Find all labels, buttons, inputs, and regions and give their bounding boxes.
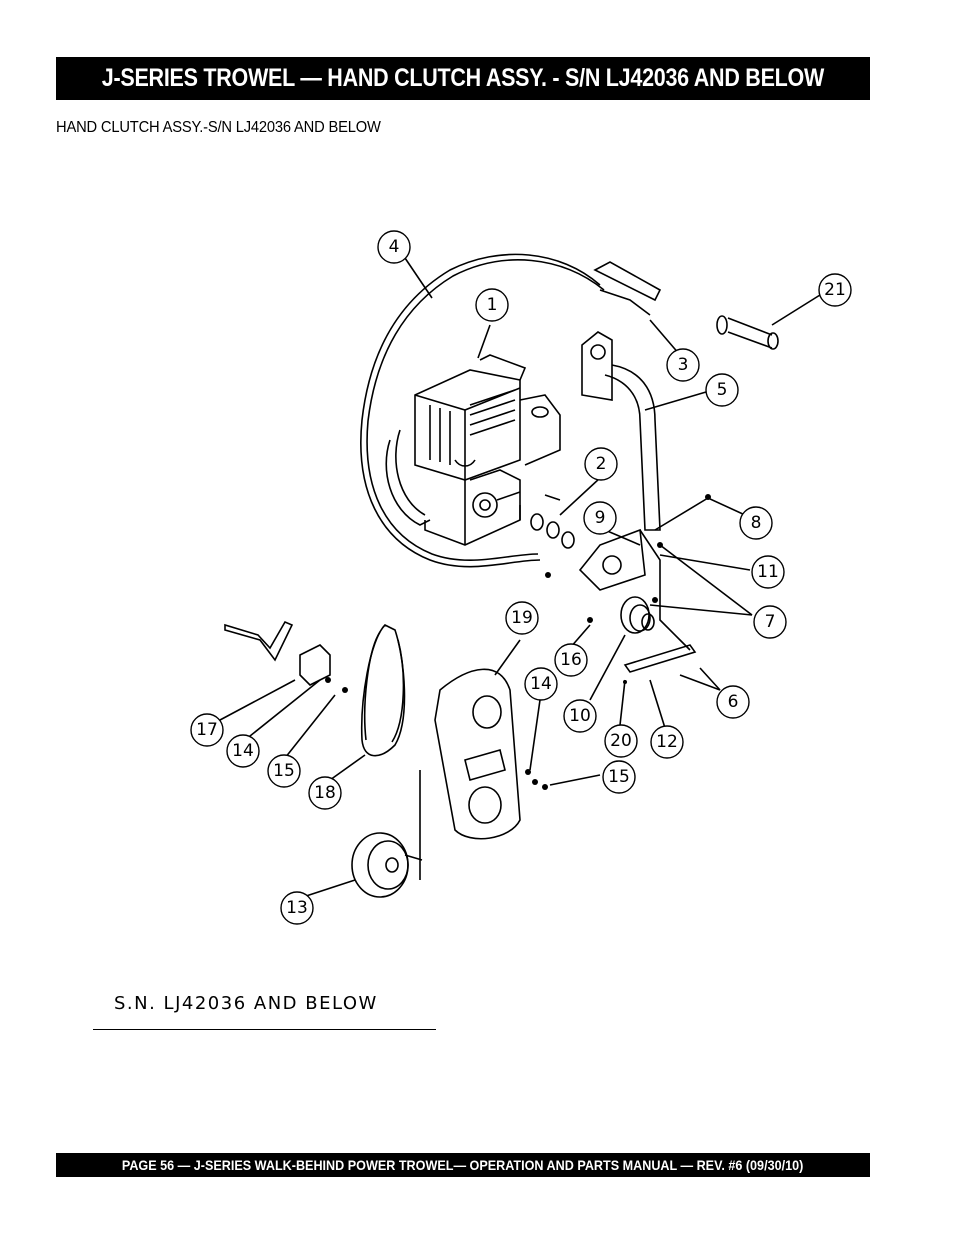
callout-label: 15 xyxy=(273,761,295,781)
callout-circles xyxy=(190,230,852,925)
hardware-dots xyxy=(325,494,711,790)
diagram-drawing xyxy=(219,253,821,899)
callout-labels: 4 1 21 3 5 2 9 8 11 7 19 16 14 10 6 17 1… xyxy=(196,237,846,918)
callout-label: 4 xyxy=(389,237,400,257)
callout-label: 9 xyxy=(595,508,606,528)
page-title: J-SERIES TROWEL — HAND CLUTCH ASSY. - S/… xyxy=(101,64,825,92)
callout-label: 20 xyxy=(610,731,632,751)
callout-label: 12 xyxy=(656,732,678,752)
callout-label: 6 xyxy=(728,692,739,712)
callout-label: 18 xyxy=(314,783,336,803)
callout-label: 15 xyxy=(608,767,630,787)
callout-label: 17 xyxy=(196,720,218,740)
callout-label: 5 xyxy=(717,380,728,400)
page-footer-text: PAGE 56 — J-SERIES WALK-BEHIND POWER TRO… xyxy=(122,1157,804,1173)
callout-label: 19 xyxy=(511,608,533,628)
callout-label: 10 xyxy=(569,706,591,726)
callout-label: 14 xyxy=(232,741,254,761)
callout-label: 16 xyxy=(560,650,582,670)
callout-label: 14 xyxy=(530,674,552,694)
page-footer-bar: PAGE 56 — J-SERIES WALK-BEHIND POWER TRO… xyxy=(56,1153,870,1177)
callout-label: 3 xyxy=(678,355,689,375)
callout-label: 7 xyxy=(765,612,776,632)
callout-label: 8 xyxy=(751,513,762,533)
callout-label: 21 xyxy=(824,280,846,300)
serial-number-label: S.N. LJ42036 AND BELOW xyxy=(114,993,378,1014)
callout-label: 1 xyxy=(487,295,498,315)
callout-label: 11 xyxy=(757,562,779,582)
page-title-bar: J-SERIES TROWEL — HAND CLUTCH ASSY. - S/… xyxy=(56,57,870,100)
callout-label: 13 xyxy=(286,898,308,918)
section-subtitle: HAND CLUTCH ASSY.-S/N LJ42036 AND BELOW xyxy=(56,119,381,136)
serial-label-underline xyxy=(93,1029,436,1030)
callout-label: 2 xyxy=(596,454,607,474)
